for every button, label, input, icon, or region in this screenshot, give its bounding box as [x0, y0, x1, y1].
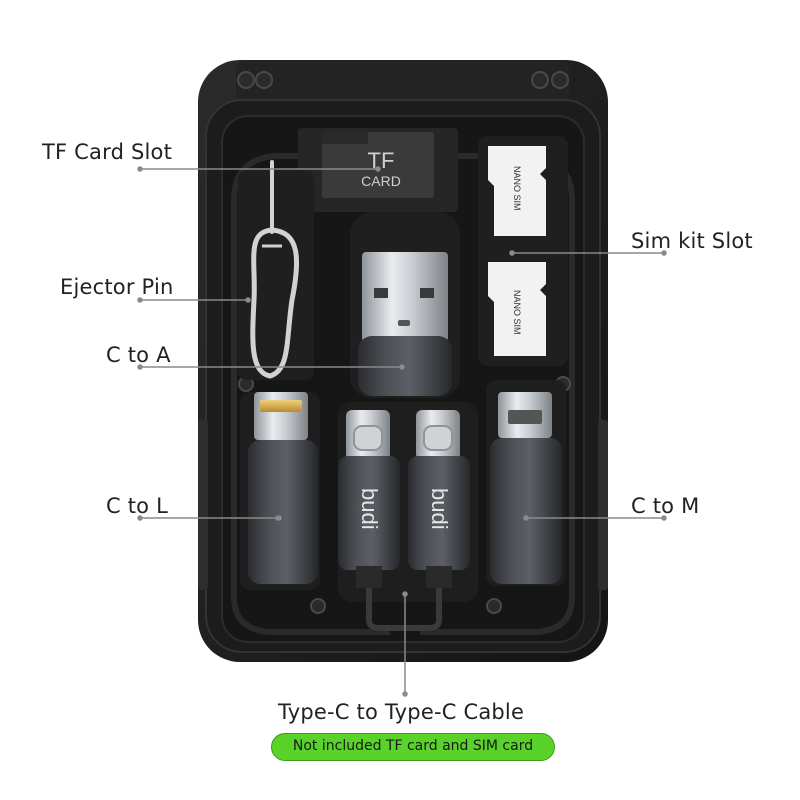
callout-c-to-l: C to L — [106, 494, 168, 518]
c-to-a-adapter — [350, 212, 460, 398]
brand-left: budi — [357, 488, 382, 530]
sim-label-bottom: NANO SIM — [512, 290, 522, 335]
callout-sim-kit-slot: Sim kit Slot — [631, 229, 753, 253]
callout-c-to-a: C to A — [106, 343, 171, 367]
brand-right: budi — [427, 488, 452, 530]
sim-kit: NANO SIM NANO SIM — [478, 136, 568, 366]
callout-c-to-m: C to M — [631, 494, 700, 518]
leader-lines — [137, 166, 667, 697]
notice-badge: Not included TF card and SIM card — [271, 733, 555, 761]
type-c-cable: budi budi — [338, 402, 478, 631]
callout-ejector-pin: Ejector Pin — [60, 275, 174, 299]
callout-type-c-cable: Type-C to Type-C Cable — [278, 700, 525, 724]
case-screws — [237, 71, 571, 614]
tf-card-label-bottom: CARD — [361, 173, 401, 189]
ejector-pin — [238, 160, 314, 380]
callout-tf-card-slot: TF Card Slot — [42, 140, 173, 164]
sim-label-top: NANO SIM — [512, 166, 522, 211]
c-to-l-adapter — [240, 392, 320, 590]
c-to-m-adapter — [486, 380, 566, 586]
